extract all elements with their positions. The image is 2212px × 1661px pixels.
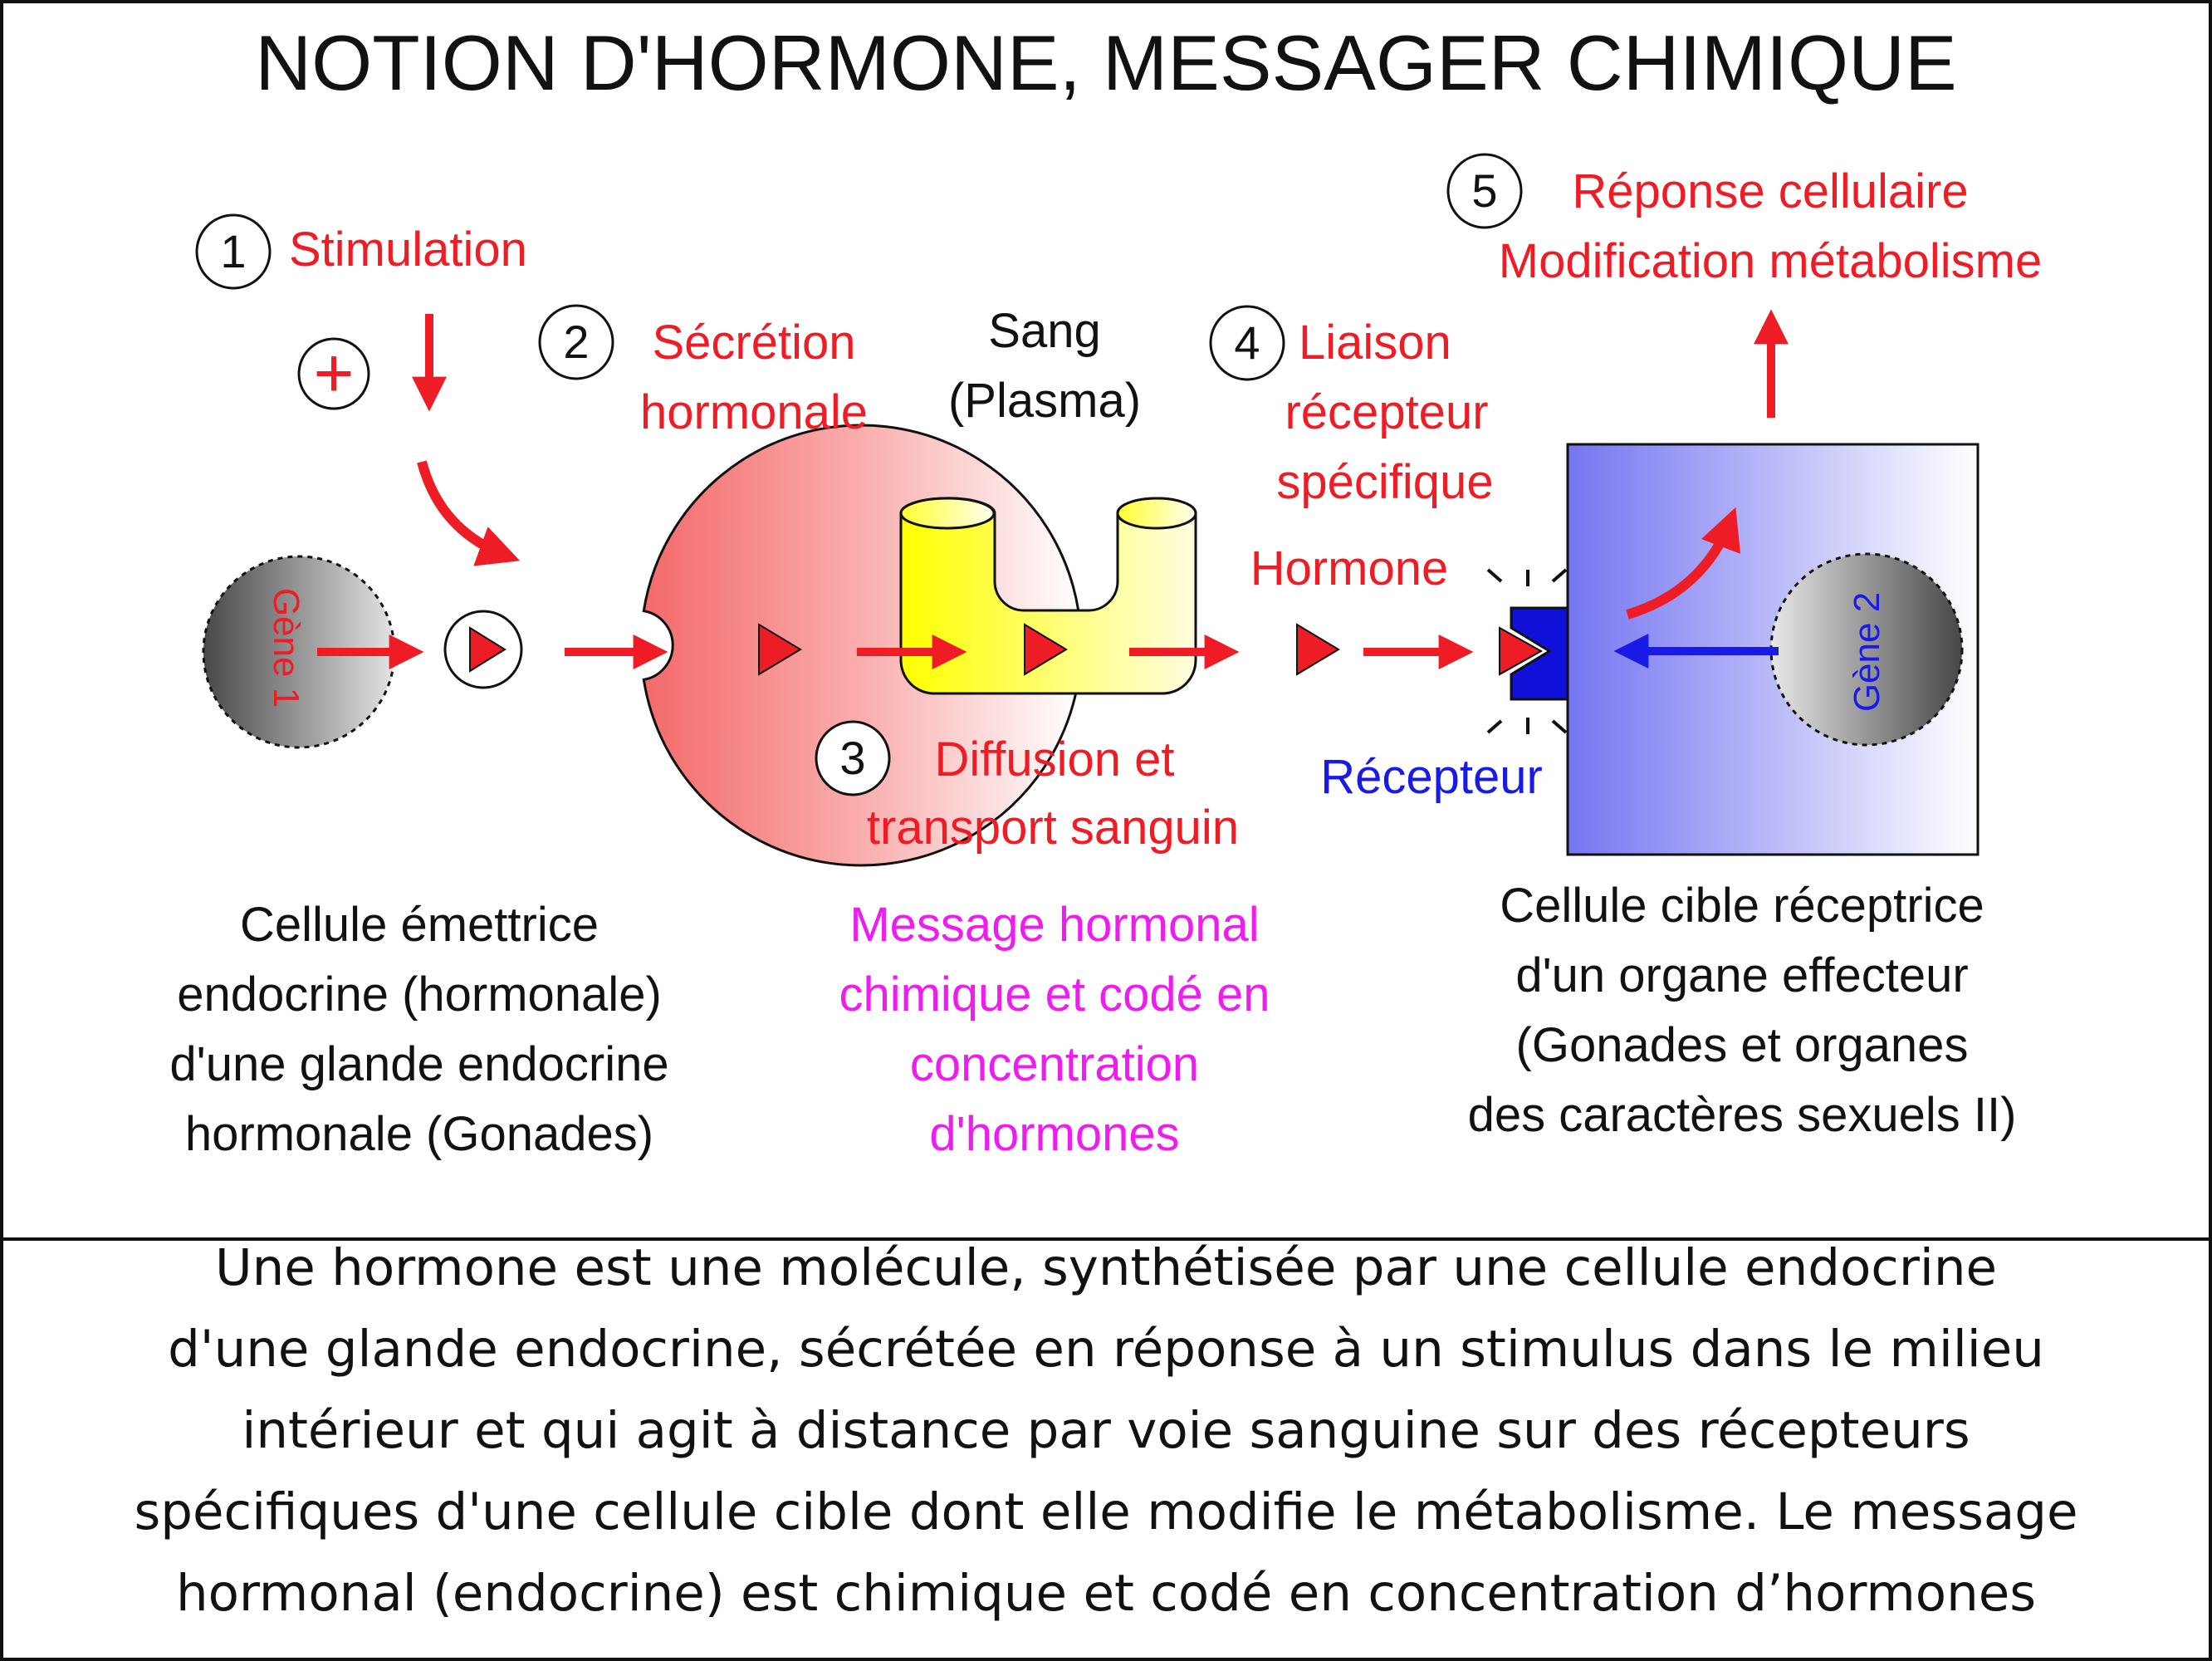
hormone-molecule-1 — [758, 623, 802, 676]
step-4-number-badge — [1209, 305, 1285, 381]
step-5: 5 Réponse cellulaire Modification métabo… — [1446, 153, 2042, 288]
step-5-number-badge — [1446, 153, 1523, 229]
blood-vessel-shape — [899, 497, 1197, 695]
message-caption-line1: Message hormonal — [849, 898, 1259, 952]
step-3: 3 Diffusion et transport sanguin — [815, 720, 1239, 855]
message-caption-line4: d'hormones — [929, 1107, 1179, 1161]
step-4-number: 4 — [1234, 316, 1260, 369]
gene-1-label: Gène 1 — [266, 588, 306, 708]
step-5-number: 5 — [1471, 164, 1497, 217]
target-caption-line3: (Gonades et organes — [1516, 1018, 1969, 1072]
emitter-caption: Cellule émettrice endocrine (hormonale) … — [169, 898, 668, 1161]
step-1: 1 Stimulation — [195, 213, 527, 290]
step-4-label-line2: récepteur — [1285, 385, 1488, 439]
definition-paragraph: Une hormone est une molécule, synthétisé… — [0, 1227, 2212, 1634]
hormone-in-vesicle — [469, 626, 507, 673]
receptor-label: Récepteur — [1320, 750, 1543, 804]
emitter-caption-line1: Cellule émettrice — [240, 898, 599, 952]
message-caption: Message hormonal chimique et codé en con… — [839, 898, 1270, 1161]
step-5-label-line2: Modification métabolisme — [1499, 234, 2042, 288]
definition-line-5: hormonal (endocrine) est chimique et cod… — [175, 1564, 2037, 1623]
plus-sign-icon: + — [297, 334, 370, 412]
target-caption: Cellule cible réceptrice d'un organe eff… — [1468, 879, 2017, 1142]
step-4-label-line1: Liaison — [1299, 316, 1451, 370]
step-3-label-line1: Diffusion et — [934, 733, 1174, 786]
step-1-number: 1 — [220, 225, 246, 277]
target-caption-line1: Cellule cible réceptrice — [1500, 879, 1984, 933]
hormone-bound-to-receptor — [1499, 626, 1544, 676]
diagram-title: NOTION D'HORMONE, MESSAGER CHIMIQUE — [255, 19, 1957, 106]
step-2-number-badge — [538, 304, 614, 380]
emitter-caption-line2: endocrine (hormonale) — [177, 968, 662, 1022]
hormone-label: Hormone — [1250, 541, 1449, 595]
target-caption-line2: d'un organe effecteur — [1515, 948, 1968, 1002]
step-2-label-line2: hormonale — [640, 385, 868, 439]
step-2-number: 2 — [563, 316, 589, 368]
activation-sparks — [1486, 568, 1568, 734]
step-5-label-line1: Réponse cellulaire — [1572, 164, 1968, 218]
gene-2-label: Gène 2 — [1847, 592, 1887, 712]
step-4: 4 Liaison récepteur spécifique — [1209, 305, 1494, 509]
cellular-response-internal-arrow — [1626, 507, 1741, 620]
message-caption-line2: chimique et codé en — [839, 968, 1270, 1022]
definition-line-4: spécifiques d'une cellule cible dont ell… — [134, 1482, 2078, 1541]
definition-line-2: d'une glande endocrine, sécrétée en répo… — [168, 1320, 2044, 1379]
stimulation-internal-arrow — [417, 460, 521, 566]
step-3-number: 3 — [839, 732, 865, 784]
hormone-molecule-2 — [1024, 623, 1068, 676]
emitter-caption-line4: hormonale (Gonades) — [185, 1107, 653, 1161]
step-4-label-line3: spécifique — [1276, 455, 1493, 509]
svg-text:+: + — [313, 334, 354, 412]
hormone-molecule-3 — [1296, 623, 1340, 676]
step-2-label-line1: Sécrétion — [652, 316, 855, 370]
step-1-label: Stimulation — [289, 223, 527, 277]
target-caption-line4: des caractères sexuels II) — [1468, 1088, 2017, 1142]
step-3-label-line2: transport sanguin — [867, 801, 1239, 855]
blood-label-line2: (Plasma) — [948, 374, 1141, 428]
step-1-number-badge — [195, 213, 272, 290]
receptor-shape — [1510, 606, 1569, 701]
definition-line-3: intérieur et qui agit à distance par voi… — [242, 1401, 1970, 1460]
emitter-caption-line3: d'une glande endocrine — [169, 1037, 668, 1091]
definition-line-1: Une hormone est une molécule, synthétisé… — [214, 1238, 1998, 1297]
message-caption-line3: concentration — [910, 1037, 1199, 1091]
step-2: 2 Sécrétion hormonale — [538, 304, 868, 439]
blood-label-line1: Sang — [988, 304, 1100, 358]
step-3-number-badge — [815, 720, 891, 796]
